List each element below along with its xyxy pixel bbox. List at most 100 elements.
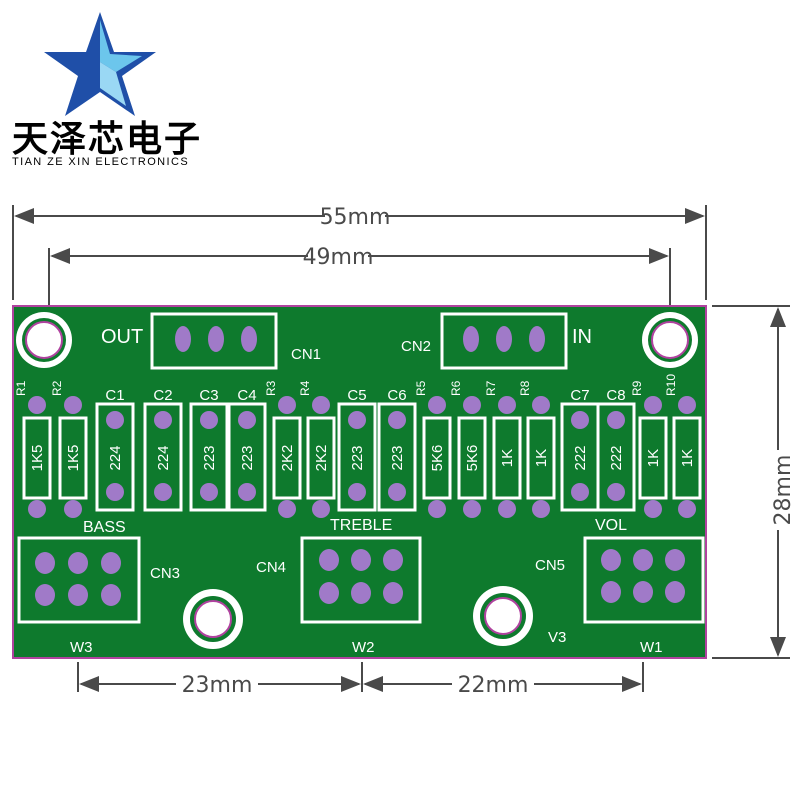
- pot-cn3-bass: [17, 536, 141, 624]
- pot-cn4-treble: [300, 536, 422, 624]
- solder-pad: [532, 396, 550, 414]
- component-ref: R1: [14, 380, 28, 396]
- component-value: 223: [349, 445, 366, 470]
- solder-pad: [532, 500, 550, 518]
- solder-pad: [200, 411, 218, 429]
- solder-pad: [312, 500, 330, 518]
- component-value: 223: [201, 445, 218, 470]
- solder-pad: [238, 483, 256, 501]
- component-value: 222: [572, 445, 589, 470]
- brand-star-logo: [44, 12, 156, 116]
- component-value: 1K: [679, 449, 696, 467]
- component-ref: R10: [664, 374, 678, 396]
- label-cn3: CN3: [150, 565, 180, 582]
- mounting-hole-center-left: [183, 589, 243, 649]
- dim-hole-width: 49mm: [303, 245, 374, 270]
- component-ref: C2: [153, 387, 172, 404]
- component-value: 223: [239, 445, 256, 470]
- capacitor-c4: 223 C4: [227, 387, 267, 512]
- component-body: [227, 402, 267, 512]
- component-value: 1K5: [65, 445, 82, 472]
- solder-pad: [312, 396, 330, 414]
- solder-pad: [28, 396, 46, 414]
- component-value: 2K2: [313, 445, 330, 472]
- label-cn1: CN1: [291, 346, 321, 363]
- solder-pad: [644, 396, 662, 414]
- component-value: 2K2: [279, 445, 296, 472]
- component-value: 1K: [645, 449, 662, 467]
- solder-pad: [154, 411, 172, 429]
- label-out: OUT: [101, 326, 143, 348]
- component-ref: C4: [237, 387, 256, 404]
- solder-pad: [348, 483, 366, 501]
- component-body: [272, 416, 302, 500]
- component-value: 1K: [499, 449, 516, 467]
- component-body: [638, 416, 668, 500]
- component-body: [377, 402, 417, 512]
- solder-pad: [238, 411, 256, 429]
- component-body: [492, 416, 522, 500]
- solder-pad: [388, 483, 406, 501]
- label-v3: V3: [548, 629, 566, 646]
- solder-pad: [678, 396, 696, 414]
- component-ref: R2: [50, 380, 64, 396]
- solder-pad: [28, 500, 46, 518]
- component-ref: C5: [347, 387, 366, 404]
- label-treble: TREBLE: [330, 517, 392, 534]
- label-w3: W3: [70, 639, 93, 656]
- component-ref: R5: [414, 380, 428, 396]
- solder-pad: [607, 483, 625, 501]
- component-value: 5K6: [429, 445, 446, 472]
- solder-pad: [106, 411, 124, 429]
- component-value: 223: [389, 445, 406, 470]
- component-body: [526, 416, 556, 500]
- component-ref: C1: [105, 387, 124, 404]
- component-body: [143, 402, 183, 512]
- resistor-r2: 1K5 R2: [50, 380, 88, 518]
- component-ref: R7: [484, 380, 498, 396]
- component-ref: R6: [449, 380, 463, 396]
- component-body: [337, 402, 377, 512]
- capacitor-c5: 223 C5: [337, 387, 377, 512]
- solder-pad: [644, 500, 662, 518]
- solder-pad: [428, 500, 446, 518]
- component-body: [22, 416, 52, 500]
- solder-pad: [571, 483, 589, 501]
- component-value: 222: [608, 445, 625, 470]
- solder-pad: [106, 483, 124, 501]
- label-cn4: CN4: [256, 559, 286, 576]
- component-body: [457, 416, 487, 500]
- component-value: 224: [107, 445, 124, 470]
- component-body: [95, 402, 135, 512]
- solder-pad: [463, 500, 481, 518]
- component-ref: C8: [606, 387, 625, 404]
- mounting-hole-right: [642, 312, 698, 368]
- resistor-r5: 5K6 R5: [414, 380, 452, 518]
- solder-pad: [428, 396, 446, 414]
- capacitor-c8: 222 C8: [596, 387, 636, 512]
- component-ref: R8: [518, 380, 532, 396]
- brand-name-english: TIAN ZE XIN ELECTRONICS: [12, 156, 190, 168]
- connector-cn2: [440, 312, 568, 370]
- resistor-r9: 1K R9: [630, 380, 668, 518]
- label-in: IN: [572, 326, 592, 348]
- solder-pad: [463, 396, 481, 414]
- component-body: [672, 416, 702, 500]
- brand-name-chinese: 天泽芯电子: [12, 119, 203, 160]
- component-value: 1K5: [29, 445, 46, 472]
- solder-pad: [498, 396, 516, 414]
- component-ref: R9: [630, 380, 644, 396]
- solder-pad: [200, 483, 218, 501]
- solder-pad: [278, 500, 296, 518]
- dim-pot-left: 23mm: [182, 673, 253, 698]
- component-value: 5K6: [464, 445, 481, 472]
- component-body: [422, 416, 452, 500]
- dim-height: 28mm: [771, 455, 796, 526]
- label-cn2: CN2: [401, 338, 431, 355]
- resistor-r10: 1K R10: [664, 374, 702, 518]
